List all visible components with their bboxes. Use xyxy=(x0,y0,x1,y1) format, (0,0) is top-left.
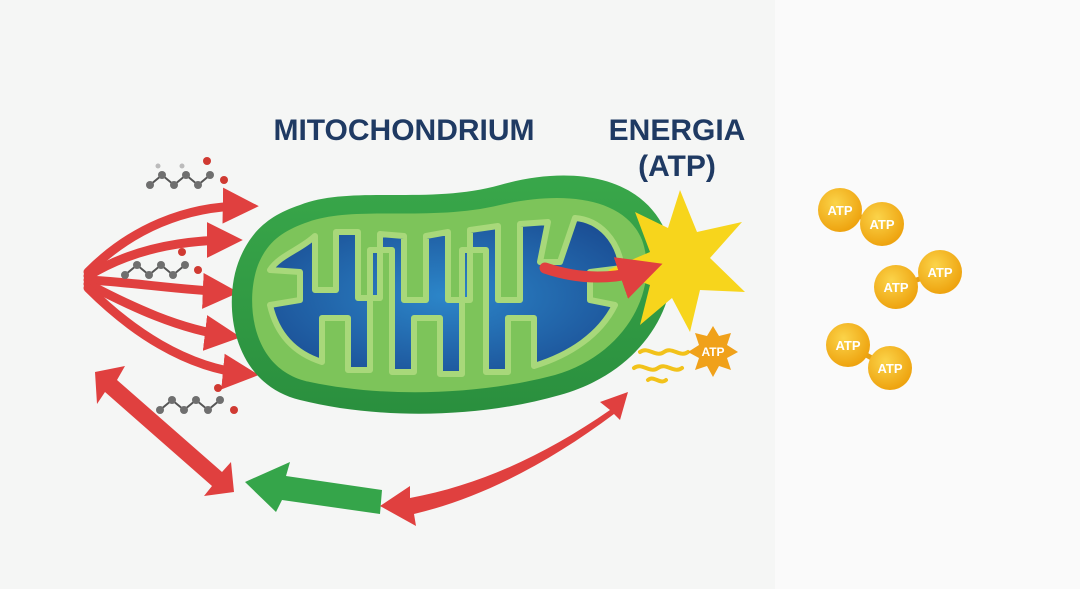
intake-arrow xyxy=(83,272,239,309)
intake-arrow xyxy=(83,222,243,281)
atp-label: ATP xyxy=(927,265,952,280)
cycle-arrows xyxy=(95,366,628,526)
intake-arrow xyxy=(83,187,259,277)
energy-label-line1: ENERGIA xyxy=(609,114,746,147)
intake-arrow xyxy=(83,283,259,390)
background-panel-right xyxy=(775,0,1080,589)
molecule-icon xyxy=(156,384,238,414)
matrix xyxy=(267,215,625,377)
intake-arrow xyxy=(83,279,241,351)
energy-burst-icon xyxy=(608,190,745,332)
molecule-icon xyxy=(121,248,202,279)
atp-label: ATP xyxy=(877,361,902,376)
energy-label-line2: (ATP) xyxy=(638,150,716,183)
mitochondrium-title: MITOCHONDRIUM xyxy=(273,114,534,147)
atp-badge-icon xyxy=(688,326,738,377)
atp-label: ATP xyxy=(827,203,852,218)
atp-badge-label: ATP xyxy=(701,345,724,359)
intake-arrows xyxy=(83,187,259,390)
atp-label: ATP xyxy=(869,217,894,232)
cycle-arrow-green xyxy=(245,462,382,514)
mitochondrion xyxy=(231,175,673,414)
cycle-arrow-left-double xyxy=(95,366,234,496)
molecule-icon xyxy=(146,157,228,189)
heat-wave-icon xyxy=(632,348,690,384)
atp-label: ATP xyxy=(883,280,908,295)
energy-output-arrow xyxy=(539,257,663,299)
atp-molecule-icon: ATP ATP xyxy=(826,323,912,390)
atp-molecule-icon: ATP ATP xyxy=(818,188,904,246)
atp-label: ATP xyxy=(835,338,860,353)
cycle-arrow-right-double xyxy=(380,392,628,526)
atp-molecule-icon: ATP ATP xyxy=(874,250,962,309)
